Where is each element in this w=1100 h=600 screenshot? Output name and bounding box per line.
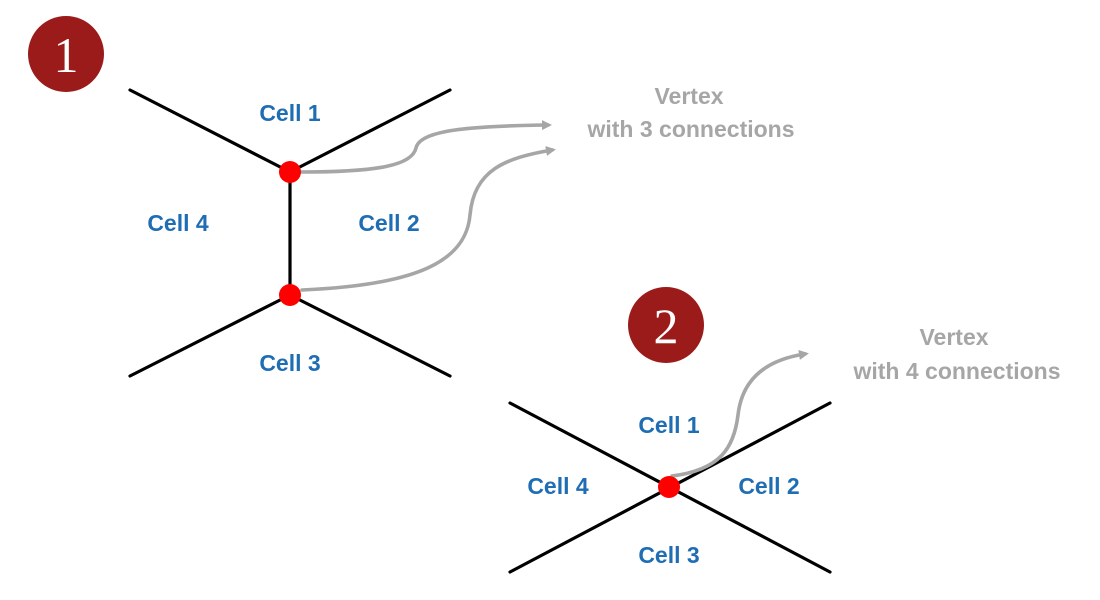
panel-2-vertex-label-line-1: Vertex xyxy=(919,324,988,350)
panel-1-edge-lower-left xyxy=(128,293,292,378)
panel-2-cell-1-label: Cell 1 xyxy=(638,412,700,438)
panel-1-edge-lower-right xyxy=(288,293,452,378)
panel-1-edge-upper-left xyxy=(128,88,292,174)
panel-1-cell-3-label: Cell 3 xyxy=(259,350,320,376)
panel-1-vertex-label-line-2: with 3 connections xyxy=(586,116,794,142)
panel-1: 1 Cell 1 Cell 2 Cell 3 Cell 4 Vertex wit… xyxy=(28,16,795,378)
panel-1-vertex-top xyxy=(279,161,301,183)
panel-2-arrow xyxy=(670,349,809,478)
panel-1-cell-1-label: Cell 1 xyxy=(259,100,321,126)
panel-1-vertex-bottom xyxy=(279,284,301,306)
panel-1-badge-number: 1 xyxy=(54,27,79,83)
panel-2-cell-3-label: Cell 3 xyxy=(638,542,699,568)
panel-2-vertex-label-line-2: with 4 connections xyxy=(852,358,1060,384)
panel-2-vertex xyxy=(658,476,680,498)
panel-2-badge-number: 2 xyxy=(654,298,679,354)
panel-1-arrow-top xyxy=(298,120,552,174)
panel-2-badge xyxy=(628,287,704,363)
panel-1-edge-upper-right xyxy=(288,88,452,174)
panel-2: 2 Cell 1 Cell 2 Cell 3 Cell 4 Vertex wit… xyxy=(508,287,1061,574)
panel-1-arrow-bottom xyxy=(300,146,556,292)
panel-1-badge xyxy=(28,16,104,92)
panel-2-cell-2-label: Cell 2 xyxy=(738,473,799,499)
panel-1-cell-2-label: Cell 2 xyxy=(358,210,419,236)
panel-1-vertex-label-line-1: Vertex xyxy=(654,83,723,109)
panel-1-cell-4-label: Cell 4 xyxy=(147,210,209,236)
panel-2-cell-4-label: Cell 4 xyxy=(527,473,589,499)
